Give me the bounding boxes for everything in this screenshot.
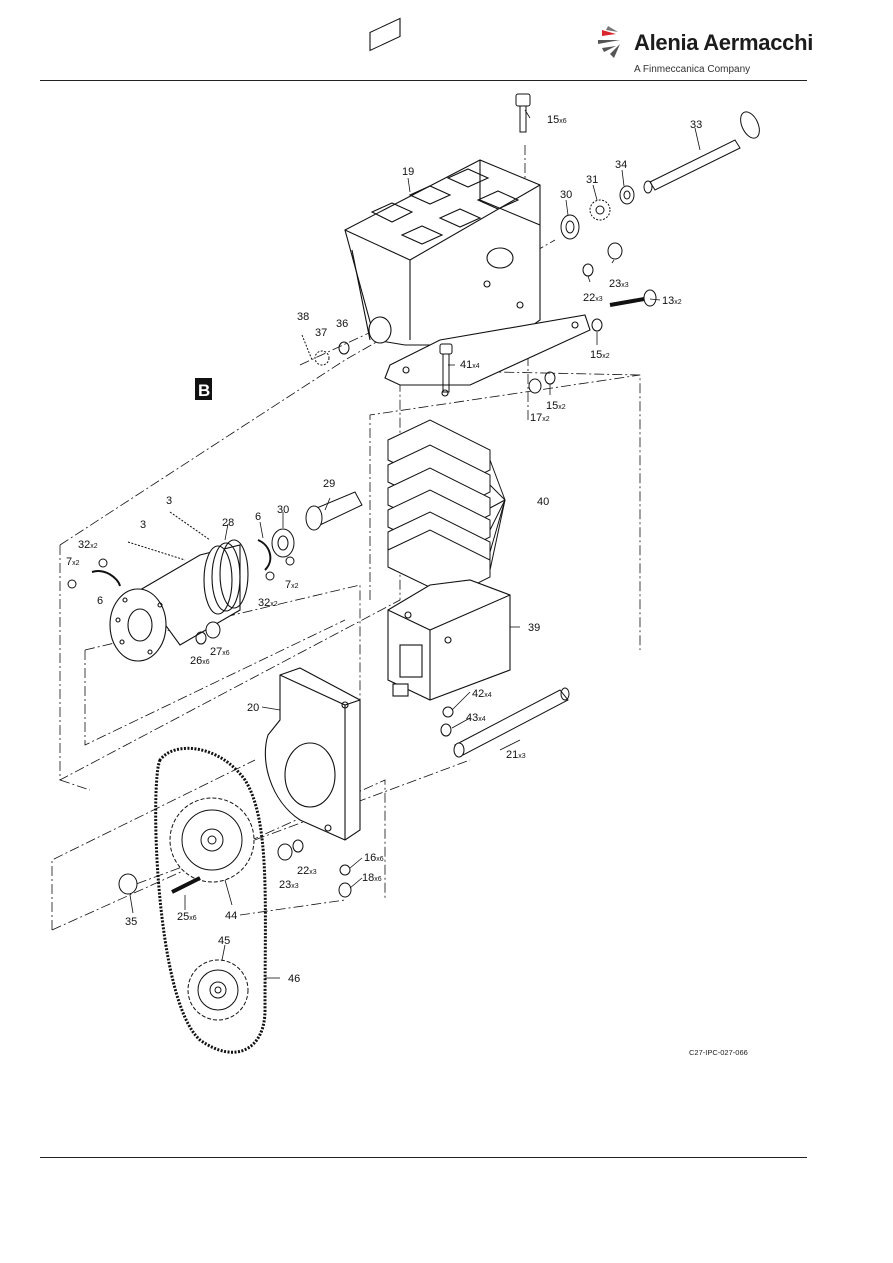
sprocket-44 xyxy=(169,797,255,883)
clips-and-cables xyxy=(67,511,295,589)
logo-name: Alenia Aermacchi xyxy=(634,30,814,55)
callout-28: 28 xyxy=(222,517,234,529)
callout-40: 40 xyxy=(537,496,549,508)
callout-18-x6: 18x6 xyxy=(362,872,382,884)
callout-30-lower: 30 xyxy=(277,504,289,516)
callout-33: 33 xyxy=(690,119,702,131)
bracket-housing-19 xyxy=(344,17,541,346)
callout-6-lower: 6 xyxy=(97,595,103,607)
callout-36: 36 xyxy=(336,318,348,330)
logo-mark-icon xyxy=(598,26,620,58)
logo-subtitle: A Finmeccanica Company xyxy=(634,64,751,75)
shaft-21 xyxy=(440,687,570,758)
callout-15-x6-top: 15x6 xyxy=(547,114,567,126)
callout-37: 37 xyxy=(315,327,327,339)
callout-32-x2-right: 32x2 xyxy=(258,597,278,609)
callout-19: 19 xyxy=(402,166,414,178)
view-label-box xyxy=(195,378,212,400)
callout-3-lower: 3 xyxy=(140,519,146,531)
callout-42-x4: 42x4 xyxy=(472,688,492,700)
hardware-lower-right xyxy=(277,839,352,898)
company-logo: Alenia Aermacchi A Finmeccanica Company xyxy=(596,22,813,82)
shaft-33 xyxy=(643,111,760,194)
hardware-35-25 xyxy=(118,873,201,895)
callout-3-upper: 3 xyxy=(166,495,172,507)
callout-27-x6: 27x6 xyxy=(210,646,230,658)
callout-39: 39 xyxy=(528,622,540,634)
callout-23-x3-upper: 23x3 xyxy=(609,278,629,290)
callout-13-x2: 13x2 xyxy=(662,295,682,307)
link-plate-stack-40 xyxy=(387,419,506,598)
figure-id: C27-IPC-027-066 xyxy=(689,1048,748,1057)
cable-drum-28 xyxy=(109,539,249,662)
callout-25-x6: 25x6 xyxy=(177,911,197,923)
solenoid-39 xyxy=(387,579,511,701)
callout-29: 29 xyxy=(323,478,335,490)
callout-20: 20 xyxy=(247,702,259,714)
callout-15-x2-lower: 15x2 xyxy=(546,400,566,412)
callout-30-upper: 30 xyxy=(560,189,572,201)
callout-44: 44 xyxy=(225,910,237,922)
callout-38: 38 xyxy=(297,311,309,323)
callout-23-x3-lower: 23x3 xyxy=(279,879,299,891)
callout-7-x2-left: 7x2 xyxy=(66,556,80,568)
shaft-29-group xyxy=(271,491,363,558)
support-bracket-20 xyxy=(264,667,361,841)
callout-41-x4: 41x4 xyxy=(460,359,480,371)
callout-7-x2-right: 7x2 xyxy=(285,579,299,591)
header-rule xyxy=(40,80,807,81)
callout-22-x3-lower: 22x3 xyxy=(297,865,317,877)
hardware-26-27 xyxy=(195,621,221,645)
callout-34: 34 xyxy=(615,159,627,171)
bolt-15-top xyxy=(515,93,531,133)
callout-35: 35 xyxy=(125,916,137,928)
drive-chain-46 xyxy=(154,746,267,1054)
sprocket-45 xyxy=(187,959,249,1021)
callout-32-x2-left: 32x2 xyxy=(78,539,98,551)
view-label: B xyxy=(198,381,210,400)
leader-lines xyxy=(129,109,701,979)
callout-15-x2-right: 15x2 xyxy=(590,349,610,361)
callout-22-x3-upper: 22x3 xyxy=(583,292,603,304)
callout-17-x2: 17x2 xyxy=(530,412,550,424)
callout-31: 31 xyxy=(586,174,598,186)
bolt-41 xyxy=(439,343,453,393)
callout-6-upper: 6 xyxy=(255,511,261,523)
mounting-plate xyxy=(384,314,591,397)
hardware-left-upper xyxy=(301,334,350,366)
footer-rule xyxy=(40,1157,807,1158)
callout-45: 45 xyxy=(218,935,230,947)
callout-21-x3: 21x3 xyxy=(506,749,526,761)
callout-46: 46 xyxy=(288,973,300,985)
hardware-right xyxy=(528,242,657,394)
callout-26-x6: 26x6 xyxy=(190,655,210,667)
callout-43-x4: 43x4 xyxy=(466,712,486,724)
callout-16-x6: 16x6 xyxy=(364,852,384,864)
upper-bearing-group xyxy=(560,185,635,240)
